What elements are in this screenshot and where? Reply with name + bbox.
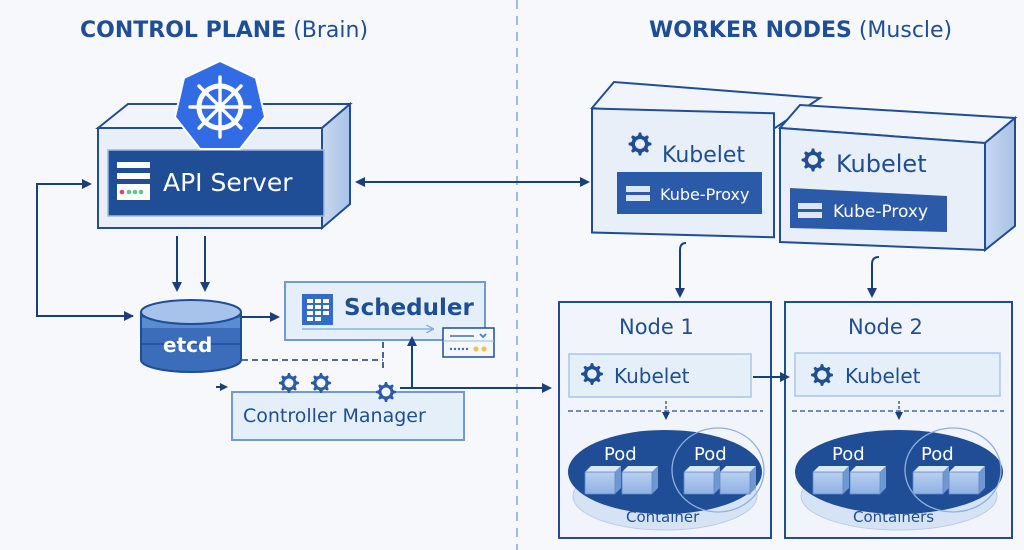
calendar-grid-icon (302, 294, 333, 325)
worker-1-proxy-label: Kube-Proxy (660, 185, 750, 204)
container-cube-icon (812, 466, 849, 495)
node-1-caption: Container (626, 508, 700, 526)
worker-nodes-heading: WORKER NODES (649, 18, 852, 43)
container-cube-icon (683, 466, 720, 495)
worker-to-node-arrows (675, 242, 880, 298)
server-icon (626, 186, 650, 201)
server-rack-icon (117, 162, 150, 200)
controller-manager-box[interactable] (231, 391, 465, 441)
node-2-pod-label: Pod (921, 444, 954, 465)
worker-box-2[interactable] (777, 103, 1018, 253)
worker-1-kubelet-label: Kubelet (662, 143, 746, 168)
container-cube-icon (948, 466, 985, 495)
server-icon (798, 203, 822, 218)
control-plane-title: CONTROL PLANE (Brain) (80, 18, 368, 43)
control-plane-subtitle: (Brain) (293, 18, 369, 43)
node-2-caption: Containers (853, 508, 935, 526)
control-plane-connectors (36, 177, 590, 393)
container-cube-icon (621, 466, 658, 495)
container-cube-icon (719, 466, 756, 495)
api-server-label: API Server (163, 168, 293, 197)
worker-nodes-subtitle: (Muscle) (858, 18, 953, 43)
container-cube-icon (849, 466, 886, 495)
worker-2-kubelet-label: Kubelet (836, 150, 927, 178)
etcd-label: etcd (163, 333, 213, 357)
node-1-pod-label: Pod (694, 444, 727, 465)
container-cubes (584, 466, 985, 495)
container-cube-icon (584, 466, 621, 495)
node-1-pod-label: Pod (604, 444, 637, 465)
dropdown-widget-icon (442, 327, 495, 358)
scheduler-label: Scheduler (344, 295, 474, 321)
node-1-kubelet-label: Kubelet (614, 364, 690, 388)
worker-nodes-title: WORKER NODES (Muscle) (649, 18, 952, 43)
container-cube-icon (912, 466, 949, 495)
node-2-kubelet-label: Kubelet (845, 364, 921, 388)
node-2-pod-label: Pod (832, 444, 865, 465)
controller-manager-label: Controller Manager (243, 405, 426, 427)
node-2-title: Node 2 (848, 315, 923, 339)
kubernetes-logo-icon (173, 59, 267, 150)
control-plane-heading: CONTROL PLANE (80, 18, 287, 43)
node-1-title: Node 1 (619, 315, 694, 339)
etcd-database[interactable] (140, 299, 242, 373)
worker-2-proxy-label: Kube-Proxy (833, 202, 929, 222)
